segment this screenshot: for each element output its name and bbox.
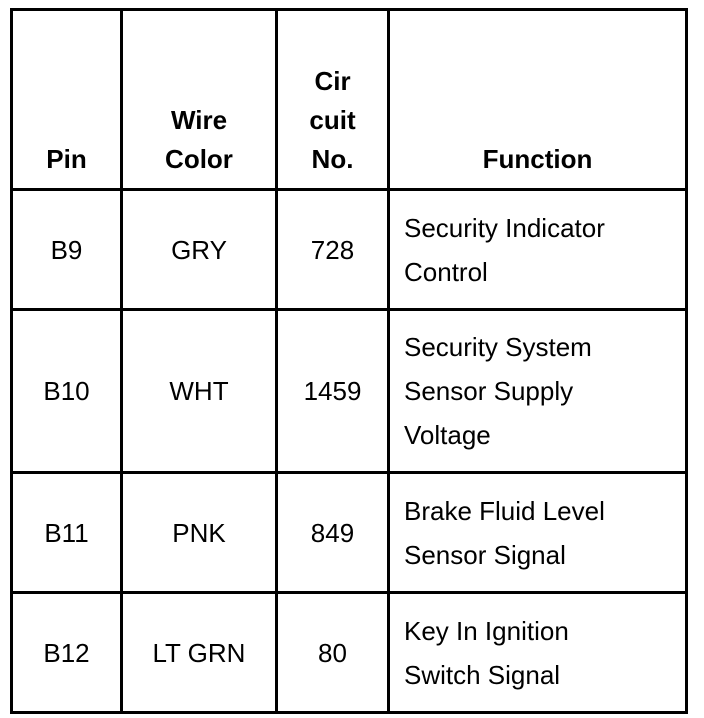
table-header-row: Pin Wire Color Cir cuit No. Function <box>10 8 688 191</box>
function-cell: Security System Sensor Supply Voltage <box>387 308 688 474</box>
function-cell: Key In Ignition Switch Signal <box>387 591 688 714</box>
function-line: Security System <box>404 332 592 362</box>
header-circuit-number: Cir cuit No. <box>275 8 390 191</box>
circuit-cell: 728 <box>275 188 390 311</box>
pin-cell: B12 <box>10 591 123 714</box>
function-line: Security Indicator <box>404 212 605 243</box>
circuit-cell: 849 <box>275 471 390 594</box>
function-cell: Security Indicator Control <box>387 188 688 311</box>
function-line: Brake Fluid Level <box>404 495 605 526</box>
function-line: Sensor Signal <box>404 539 566 570</box>
table-row: B11 PNK 849 Brake Fluid Level Sensor Sig… <box>10 471 688 594</box>
function-line: Sensor Supply <box>404 376 574 406</box>
pin-cell: B9 <box>10 188 123 311</box>
circuit-cell: 80 <box>275 591 390 714</box>
function-line: Key In Ignition <box>404 615 569 646</box>
table-row: B9 GRY 728 Security Indicator Control <box>10 188 688 311</box>
wire-color-cell: LT GRN <box>120 591 278 714</box>
circuit-cell: 1459 <box>275 308 390 474</box>
function-line: Voltage <box>404 420 491 450</box>
header-pin: Pin <box>10 8 123 191</box>
table-row: B12 LT GRN 80 Key In Ignition Switch Sig… <box>10 591 688 714</box>
wire-color-cell: GRY <box>120 188 278 311</box>
header-wire-color: Wire Color <box>120 8 278 191</box>
function-line: Switch Signal <box>404 659 561 690</box>
table-row: B10 WHT 1459 Security System Sensor Supp… <box>10 308 688 474</box>
wire-color-cell: PNK <box>120 471 278 594</box>
pin-cell: B10 <box>10 308 123 474</box>
header-function: Function <box>387 8 688 191</box>
function-line: Control <box>404 256 488 287</box>
pin-connector-table: Pin Wire Color Cir cuit No. Function B9 … <box>10 8 688 714</box>
wire-color-cell: WHT <box>120 308 278 474</box>
function-cell: Brake Fluid Level Sensor Signal <box>387 471 688 594</box>
pin-cell: B11 <box>10 471 123 594</box>
